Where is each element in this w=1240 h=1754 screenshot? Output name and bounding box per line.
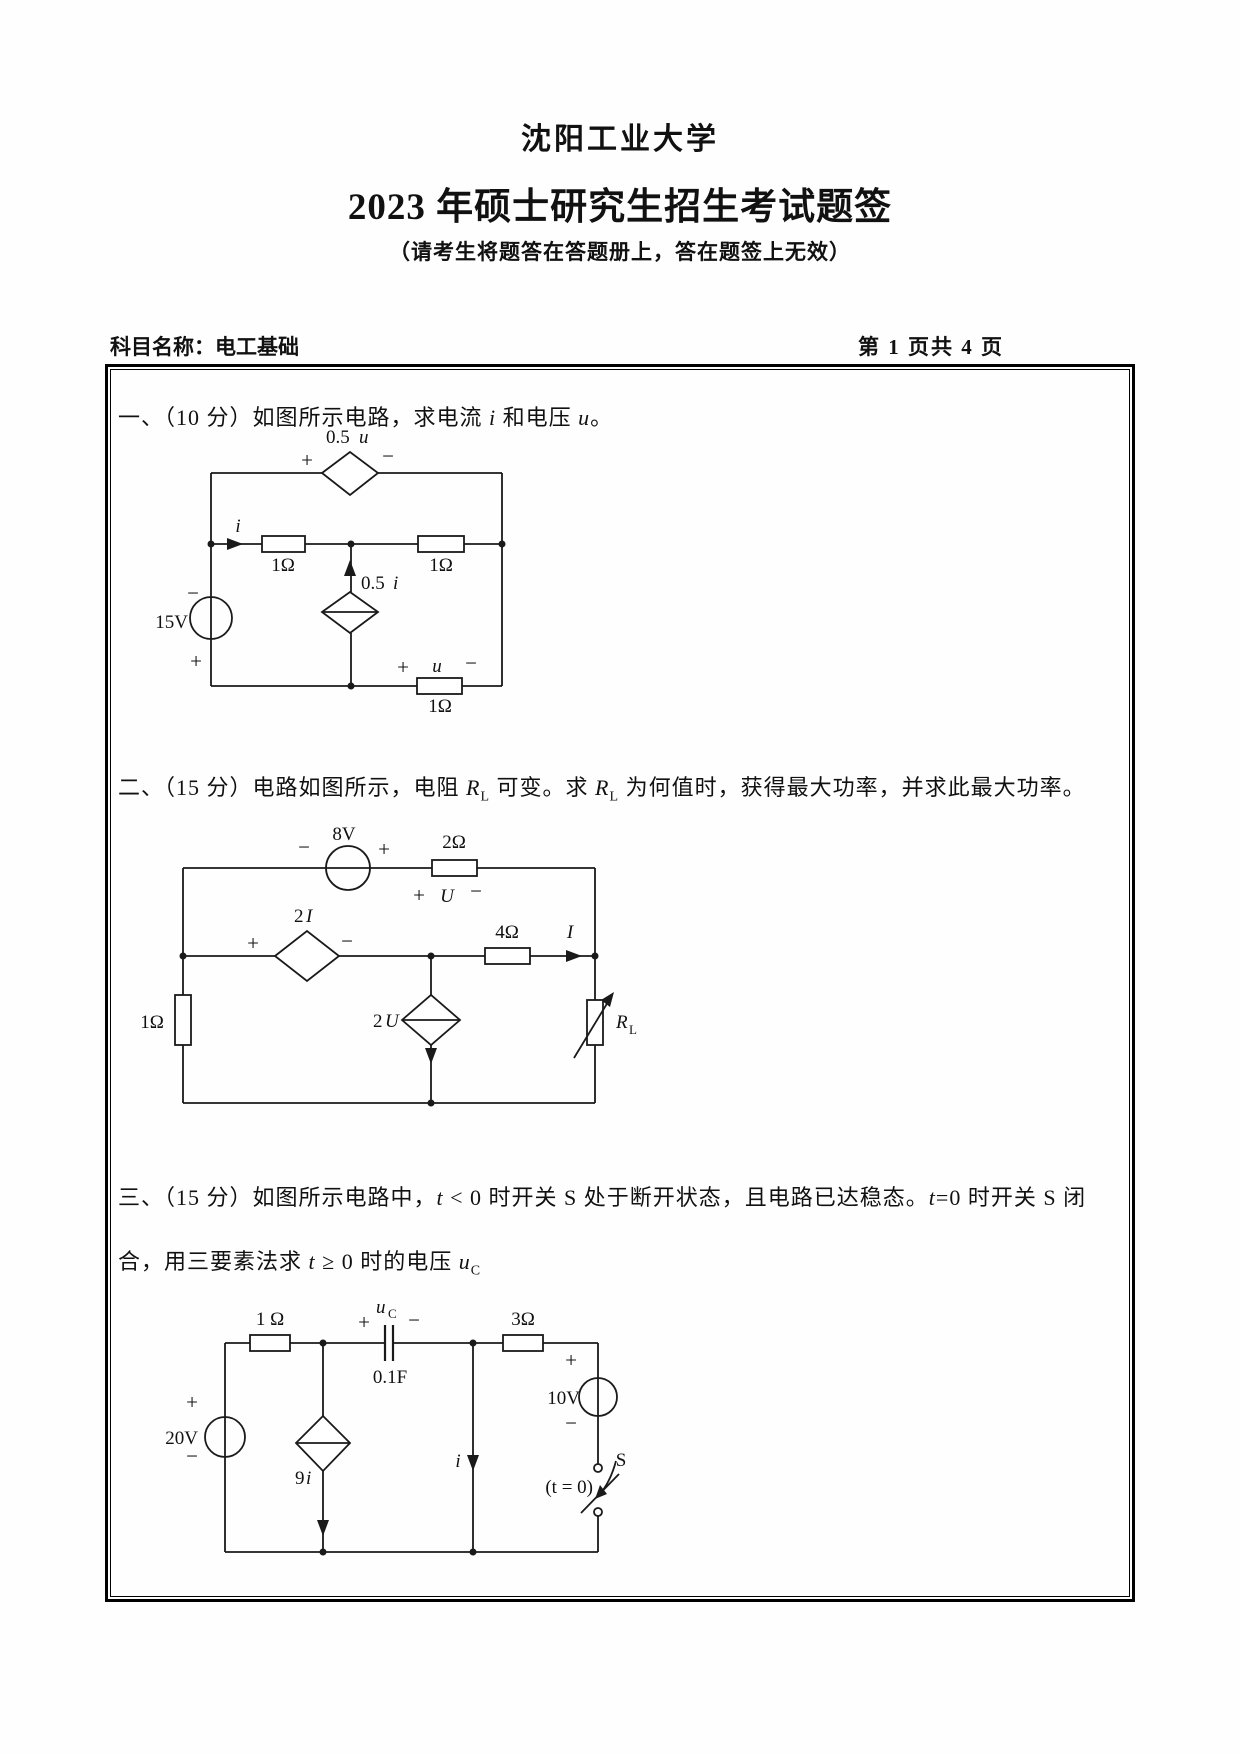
uc-label-sub: C — [388, 1306, 397, 1321]
resistor-1ohm-box — [249, 1334, 291, 1352]
resistor-r1-box — [261, 535, 306, 553]
plus-sign: + — [186, 1390, 198, 1414]
plus-sign: + — [565, 1348, 577, 1372]
resistor-2ohm-box — [431, 859, 478, 877]
exam-title: 2023 年硕士研究生招生考试题签 — [347, 187, 893, 228]
voltage-source-20v-label: 20V — [165, 1428, 198, 1449]
rl-label-base: R — [615, 1012, 628, 1033]
circuit3-diagram: 1 Ω u C + − 0.1F 3Ω + 10V − S (t = 0) + … — [165, 1297, 627, 1556]
dep-voltage-source-2I — [273, 929, 341, 983]
resistor-rb-box — [416, 677, 463, 695]
current-I-label: I — [566, 922, 575, 943]
plus-sign: + — [247, 931, 259, 955]
minus-sign: − — [565, 1411, 577, 1435]
switch-label: S — [616, 1450, 627, 1471]
minus-sign: − — [382, 444, 394, 468]
dep-voltage-var-label: u — [359, 427, 369, 448]
university-name: 沈阳工业大学 — [521, 123, 719, 156]
voltage-U-label: U — [440, 886, 455, 907]
current-I-arrow — [566, 950, 582, 962]
plus-sign: + — [358, 1310, 370, 1334]
dep-voltage-source-0.5u — [320, 450, 380, 497]
minus-sign: − — [408, 1308, 420, 1332]
dep-current-var-label: U — [385, 1011, 400, 1032]
problem3-text-line2: 合，用三要素法求 t ≥ 0 时的电压 uC — [118, 1249, 482, 1279]
plus-sign: + — [301, 448, 313, 472]
current-9i-arrow — [317, 1520, 329, 1536]
minus-sign: − — [187, 581, 199, 605]
circuit1-wires — [210, 472, 503, 687]
dep-current-var-label: i — [306, 1468, 311, 1489]
capacitor-value-label: 0.1F — [373, 1367, 407, 1388]
resistor-1ohm-label: 1 Ω — [256, 1309, 284, 1330]
dep-current-var-label: i — [393, 573, 398, 594]
circuit1-diagram: 0.5 u + − i 1Ω 1Ω 0.5 i − 15V + + u − 1Ω — [155, 427, 506, 717]
minus-sign: − — [341, 929, 353, 953]
problem2-text: 二、（15 分）电路如图所示，电阻 RL 可变。求 RL 为何值时，获得最大功率… — [118, 775, 1086, 805]
minus-sign: − — [465, 651, 477, 675]
dep-voltage-gain-label: 2 — [294, 906, 304, 927]
resistor-4ohm-box — [484, 947, 531, 965]
switch-time-label: (t = 0) — [545, 1477, 593, 1498]
dep-current-gain-label: 0.5 — [361, 573, 385, 594]
plus-sign: + — [413, 883, 425, 907]
page-number: 第 1 页共 4 页 — [858, 335, 1004, 359]
exam-notice: （请考生将题答在答题册上，答在题签上无效） — [389, 240, 851, 264]
voltage-source-8v-label: 8V — [332, 824, 356, 845]
resistor-rb-label: 1Ω — [428, 696, 452, 717]
circuit3-wires — [224, 1342, 599, 1553]
plus-sign: + — [378, 837, 390, 861]
capacitor-plates — [383, 1325, 395, 1361]
dep-current-gain-label: 9 — [295, 1468, 305, 1489]
minus-sign: − — [298, 835, 310, 859]
dep-voltage-var-label: I — [305, 906, 314, 927]
problem1-text: 一、（10 分）如图所示电路，求电流 i 和电压 u。 — [118, 405, 614, 430]
plus-sign: + — [190, 649, 202, 673]
resistor-r2-label: 1Ω — [429, 555, 453, 576]
resistor-r2-box — [417, 535, 465, 553]
rl-label-sub: L — [629, 1022, 637, 1037]
current-i-arrow — [227, 538, 243, 550]
voltage-source-15v-label: 15V — [155, 612, 188, 633]
current-i-label: i — [235, 516, 240, 537]
voltage-source-15v-circle — [189, 596, 233, 640]
resistor-3ohm-label: 3Ω — [511, 1309, 535, 1330]
resistor-1ohm-label: 1Ω — [140, 1012, 164, 1033]
problem3-text-line1: 三、（15 分）如图所示电路中，t < 0 时开关 S 处于断开状态，且电路已达… — [118, 1185, 1087, 1210]
rl-variable-arrowhead — [601, 992, 614, 1007]
plus-sign: + — [397, 655, 409, 679]
switch-contact-bottom — [593, 1507, 603, 1517]
minus-sign: − — [186, 1444, 198, 1468]
circuit2-wires — [182, 867, 596, 1104]
voltage-source-20v-circle — [204, 1416, 246, 1458]
subject-name: 科目名称：电工基础 — [110, 335, 299, 359]
switch-motion-arrowhead — [595, 1485, 607, 1499]
minus-sign: − — [470, 879, 482, 903]
resistor-2ohm-label: 2Ω — [442, 832, 466, 853]
dep-current-gain-label: 2 — [373, 1011, 383, 1032]
resistor-1ohm-box — [174, 994, 192, 1046]
voltage-source-10v-label: 10V — [547, 1388, 580, 1409]
voltage-source-10v-circle — [578, 1377, 618, 1417]
resistor-3ohm-box — [502, 1334, 544, 1352]
circuit2-diagram: − 8V + 2Ω + U − 2 I + − 4Ω I 2 U 1Ω R L — [140, 824, 637, 1107]
voltage-u-label: u — [432, 656, 442, 677]
current-i-label: i — [455, 1451, 460, 1472]
current-2U-arrow — [425, 1048, 437, 1064]
resistor-r1-label: 1Ω — [271, 555, 295, 576]
question-frame — [105, 364, 1135, 1602]
dep-voltage-gain-label: 0.5 — [326, 427, 350, 448]
current-0.5i-arrow — [344, 560, 356, 576]
uc-label-base: u — [376, 1297, 386, 1318]
rl-variable-arrow-line — [573, 996, 612, 1059]
switch-contact-top — [593, 1463, 603, 1473]
voltage-source-8v-circle — [325, 845, 371, 891]
current-i-arrow — [467, 1455, 479, 1471]
resistor-4ohm-label: 4Ω — [495, 922, 519, 943]
